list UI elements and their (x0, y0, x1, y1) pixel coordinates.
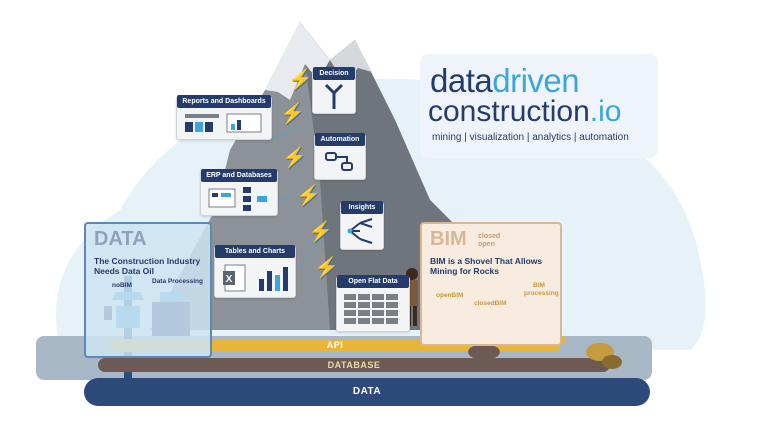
card-insights-title: Insights (341, 201, 383, 214)
excel-icon: X (223, 264, 246, 292)
database-icon (208, 187, 267, 211)
lightning-icon: ⚡ (288, 69, 313, 91)
lightning-icon: ⚡ (296, 185, 321, 207)
database-band (98, 358, 610, 372)
data-label: DATA (352, 386, 382, 397)
data-panel-subtitle: The Construction Industry Needs Data Oil (94, 256, 201, 276)
openbim-label: openBIM (436, 292, 464, 299)
card-erp-title: ERP and Databases (201, 169, 277, 182)
logo-line-1: datadriven (430, 62, 580, 99)
card-reports-title: Reports and Dashboards (177, 95, 271, 108)
data-panel-title: DATA (94, 228, 147, 250)
data-band (84, 378, 650, 406)
data-processing-label: Data Processing (152, 278, 203, 285)
card-automation-title: Automation (315, 133, 365, 146)
bim-panel: BIM closed open BIM is a Shovel That All… (420, 222, 562, 346)
card-decision-title: Decision (313, 67, 355, 80)
closedbim-label: closedBIM (474, 300, 507, 307)
lightning-icon: ⚡ (282, 147, 307, 169)
database-label: DATABASE (327, 360, 381, 370)
card-tables-title: Tables and Charts (215, 245, 295, 258)
logo: datadriven construction.io mining | visu… (420, 54, 658, 158)
lightning-icon: ⚡ (308, 221, 333, 243)
card-open-flat-title: Open Flat Data (337, 275, 409, 288)
bim-processing-label: BIM processing (524, 282, 559, 297)
bim-panel-subtitle: BIM is a Shovel That Allows Mining for R… (430, 256, 543, 276)
card-open-flat: Open Flat Data (336, 275, 410, 332)
card-reports: Reports and Dashboards (176, 95, 272, 140)
card-erp: ERP and Databases (200, 169, 278, 216)
logo-tagline: mining | visualization | analytics | aut… (432, 132, 629, 143)
nobim-label: noBIM (112, 282, 132, 289)
card-decision: Decision (312, 67, 356, 114)
insights-tree-icon (347, 218, 373, 244)
bim-closed-open: closed open (478, 233, 500, 249)
table-grid-icon (344, 294, 398, 324)
card-automation: Automation (314, 133, 366, 180)
bar-chart-icon (259, 267, 288, 291)
lightning-icon: ⚡ (280, 103, 305, 125)
lightning-icon: ⚡ (314, 257, 339, 279)
card-insights: Insights (340, 201, 384, 250)
api-label: API (326, 340, 344, 350)
bim-closed-label: closed (478, 233, 501, 240)
svg-text:X: X (226, 274, 233, 285)
card-tables: Tables and Charts X (214, 245, 296, 298)
bim-open-label: open (478, 241, 495, 248)
mountain-snow (265, 22, 330, 100)
logo-line-2: construction.io (428, 95, 622, 128)
bim-panel-title: BIM (430, 228, 467, 250)
automation-flow-icon (325, 152, 353, 171)
data-panel: DATA The Construction Industry Needs Dat… (84, 222, 212, 358)
dashboard-icon (185, 113, 262, 133)
decision-arrows-icon (324, 83, 344, 109)
